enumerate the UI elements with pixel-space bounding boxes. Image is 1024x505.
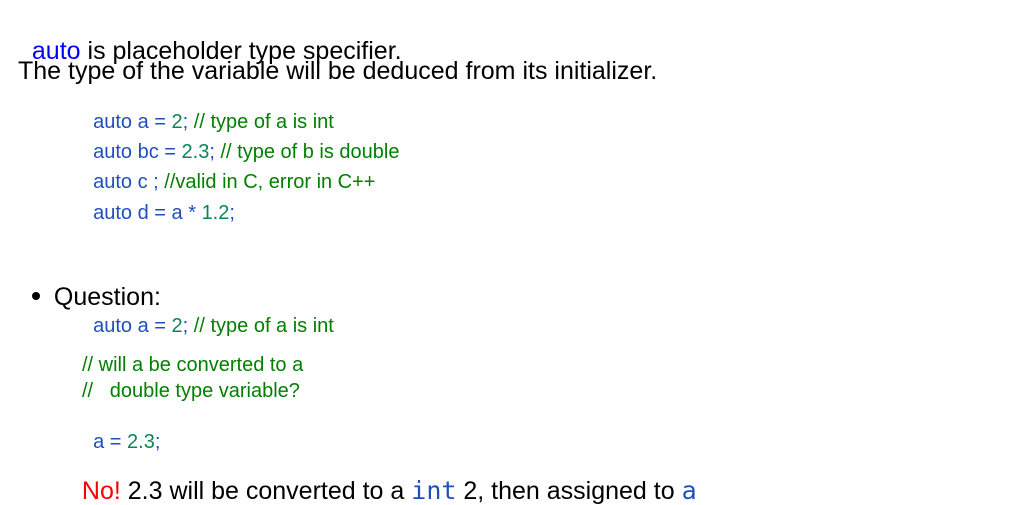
answer-no: No!	[81, 477, 121, 505]
code-text: bc =	[132, 141, 182, 163]
code-punct: ;	[182, 315, 189, 337]
code-keyword: auto	[93, 315, 133, 337]
code-comment: // type of a is int	[188, 111, 334, 133]
answer-type: int	[411, 476, 457, 505]
code-text: a =	[93, 431, 128, 453]
intro-line-1-text: is placeholder type specifier.	[80, 37, 402, 65]
answer-text-2: 2, then assigned to	[456, 477, 682, 505]
intro-line-1: auto is placeholder type specifier.	[18, 14, 402, 64]
question-label: Question:	[53, 283, 161, 311]
code-line-2: auto bc = 2.3; // type of b is double	[82, 122, 399, 162]
code-text: a =	[132, 315, 172, 337]
code-keyword: auto	[93, 171, 133, 193]
code-line-1: auto a = 2; // type of a is int	[82, 92, 334, 132]
code-number: 2.3	[127, 431, 155, 453]
code-keyword: auto	[93, 141, 133, 163]
code-text: d = a *	[132, 202, 202, 224]
auto-keyword: auto	[31, 37, 81, 65]
answer-text-1: 2.3 will be converted to a	[120, 477, 412, 505]
code-keyword: auto	[93, 202, 133, 224]
bullet-icon	[31, 292, 40, 301]
question-code-line: auto a = 2; // type of a is int	[82, 296, 334, 336]
code-comment: //valid in C, error in C++	[164, 171, 376, 193]
code-line-3: auto c ; //valid in C, error in C++	[82, 152, 376, 193]
code-number: 2.3	[181, 141, 210, 163]
code-keyword: auto	[93, 111, 133, 133]
answer-var: a	[681, 476, 697, 505]
code-punct: ;	[182, 111, 189, 133]
answer-line: No! 2.3 will be converted to a int 2, th…	[68, 453, 697, 504]
question-comment-1: // will a be converted to a	[82, 354, 304, 376]
code-text: c ;	[132, 171, 165, 193]
code-text: a =	[132, 111, 172, 133]
question-assign-line: a = 2.3;	[82, 412, 160, 452]
code-punct: ;	[229, 202, 235, 224]
code-comment: // type of a is int	[188, 315, 334, 337]
question-bullet: Question:	[18, 260, 161, 310]
question-comment-2: // double type variable?	[82, 380, 300, 402]
code-comment: // type of b is double	[214, 141, 400, 163]
intro-line-2: The type of the variable will be deduced…	[18, 57, 658, 85]
code-line-4: auto d = a * 1.2;	[82, 183, 235, 223]
code-punct: ;	[209, 141, 215, 163]
code-punct: ;	[154, 431, 161, 453]
code-number: 2	[171, 315, 183, 337]
code-number: 2	[171, 111, 183, 133]
code-number: 1.2	[201, 202, 230, 224]
